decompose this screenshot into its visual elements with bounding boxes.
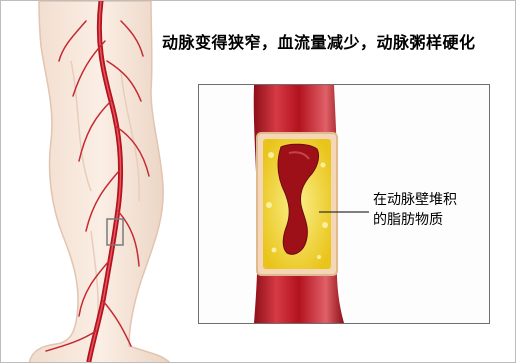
- plaque-annotation-line2: 的脂肪物质: [373, 210, 457, 230]
- leg-illustration: [1, 1, 221, 363]
- diagram-caption: 动脉变得狭窄，血流量减少，动脉粥样硬化: [162, 29, 476, 53]
- plaque-annotation: 在动脉壁堆积 的脂肪物质: [373, 190, 457, 230]
- plaque-annotation-line1: 在动脉壁堆积: [373, 190, 457, 210]
